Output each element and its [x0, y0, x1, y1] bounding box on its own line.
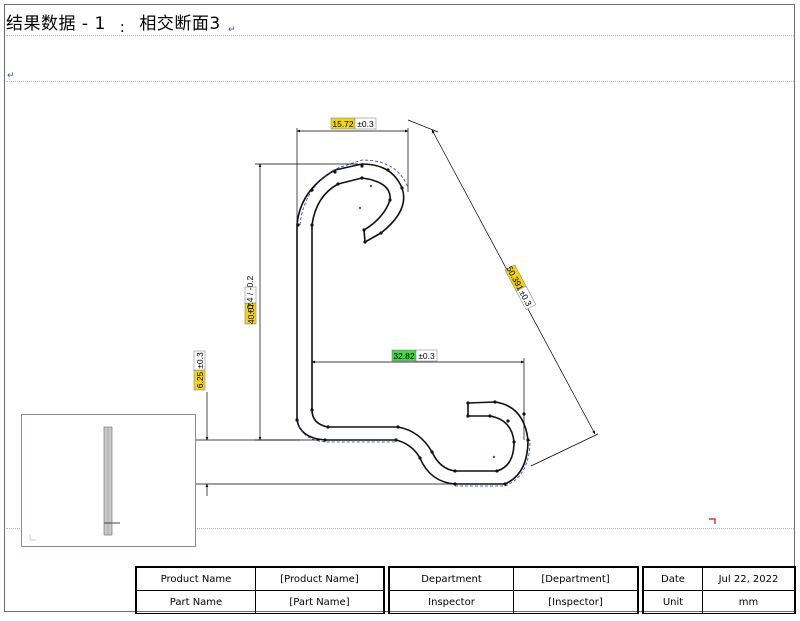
measurement-points — [295, 164, 530, 486]
dim-mid-width-value: 32.82 — [393, 351, 415, 361]
profile-outline — [296, 163, 529, 485]
paragraph-mark-icon: ↵ — [228, 25, 236, 35]
title-separator: : — [119, 18, 126, 36]
dim-top-width — [296, 128, 409, 222]
cell-value: mm — [702, 590, 795, 614]
info-box-date: Date Jul 22, 2022 Unit mm — [642, 566, 796, 614]
cell-label: Part Name — [136, 590, 256, 614]
table-row: Product Name [Product Name] — [136, 567, 384, 591]
paragraph-mark-icon: ↵ — [7, 71, 15, 81]
cell-label: Inspector — [389, 590, 514, 614]
divider — [6, 35, 794, 36]
cell-label: Unit — [643, 590, 703, 614]
divider — [6, 528, 794, 529]
page-title: 结果数据 - 1: 相交断面3 — [6, 9, 221, 36]
corner-mark-icon — [709, 518, 716, 524]
table-row: Part Name [Part Name] — [136, 590, 384, 614]
dim-left-offset-tol: ±0.3 — [195, 352, 205, 369]
dim-height-tol: +0.4 / -0.2 — [245, 275, 255, 314]
thumbnail-view — [21, 414, 196, 547]
dim-left-offset-value: 6.25 — [195, 371, 205, 388]
product-info-table: Product Name [Product Name] Part Name [P… — [136, 567, 384, 614]
dim-diagonal-value: 50.391 — [505, 264, 526, 292]
dim-height-value: 40.07 — [246, 303, 256, 325]
cell-label: Department — [389, 567, 514, 591]
department-info-table: Department [Department] Inspector [Inspe… — [389, 567, 638, 614]
dim-diagonal — [407, 119, 599, 467]
table-row: Inspector [Inspector] — [389, 590, 638, 614]
cell-label: Date — [643, 567, 703, 591]
divider — [6, 81, 794, 82]
nominal-outline — [297, 159, 531, 487]
dim-height — [255, 163, 358, 441]
info-box-product: Product Name [Product Name] Part Name [P… — [135, 566, 385, 614]
cell-label: Product Name — [136, 567, 256, 591]
title-right: 相交断面3 — [139, 14, 221, 34]
cell-value: [Department] — [513, 567, 638, 591]
dim-top-width-value: 15.72 — [332, 119, 354, 129]
table-row: Unit mm — [643, 590, 795, 614]
dim-top-width-tol: ±0.3 — [357, 119, 374, 129]
date-info-table: Date Jul 22, 2022 Unit mm — [643, 567, 795, 614]
cell-value: [Product Name] — [255, 567, 384, 591]
table-row: Date Jul 22, 2022 — [643, 567, 795, 591]
dim-left-offset — [196, 392, 455, 496]
part-thumbnail-icon — [29, 426, 120, 541]
cell-value: [Part Name] — [255, 590, 384, 614]
title-left: 结果数据 - 1 — [6, 14, 106, 34]
cell-value: [Inspector] — [513, 590, 638, 614]
info-box-department: Department [Department] Inspector [Inspe… — [388, 566, 639, 614]
dim-mid-width-tol: ±0.3 — [418, 351, 435, 361]
cell-value: Jul 22, 2022 — [702, 567, 795, 591]
table-row: Department [Department] — [389, 567, 638, 591]
